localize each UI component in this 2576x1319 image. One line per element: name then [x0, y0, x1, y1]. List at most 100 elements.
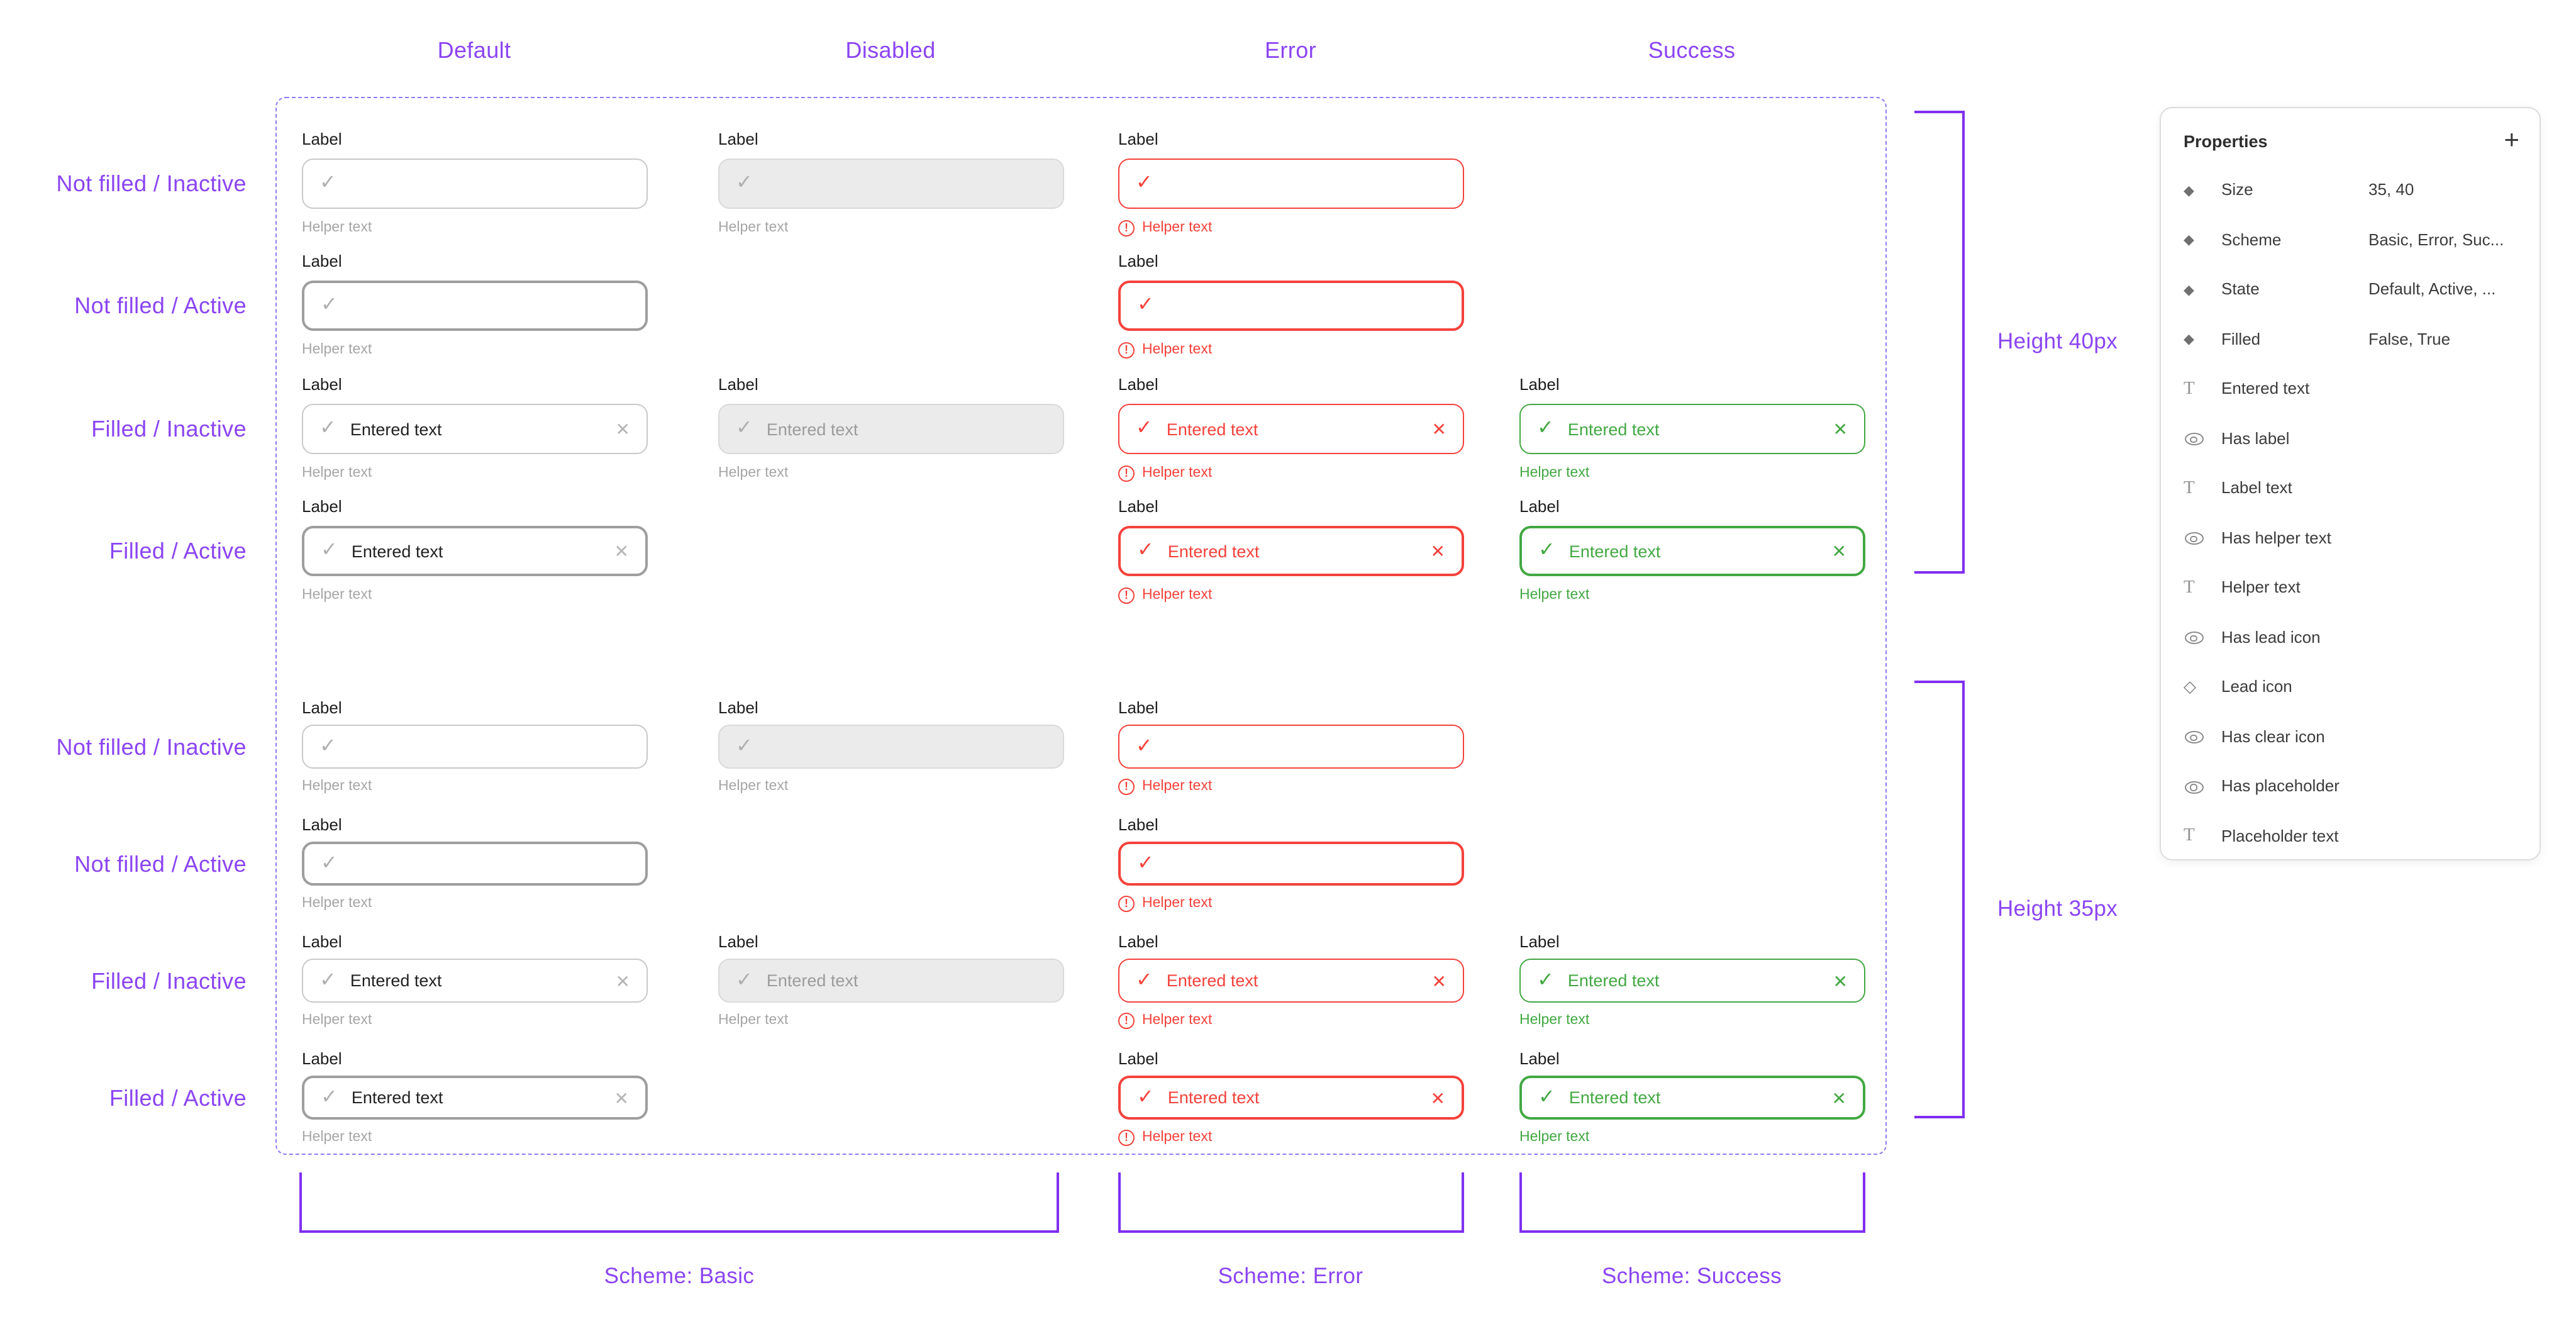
text-input[interactable] [718, 159, 1064, 209]
text-input[interactable]: Entered text [1519, 404, 1865, 454]
clear-icon[interactable] [1431, 542, 1445, 560]
clear-icon[interactable] [1432, 420, 1446, 438]
check-lead-icon [736, 174, 753, 194]
text-input[interactable] [1118, 281, 1464, 331]
text-input[interactable]: Entered text [1118, 959, 1464, 1003]
helper-text: Helper text [302, 220, 372, 235]
property-row-has-placeholder[interactable]: Has placeholder [2184, 761, 2519, 811]
text-input[interactable] [302, 159, 648, 209]
helper-text: Helper text [302, 587, 372, 603]
helper-text: Helper text [302, 465, 372, 481]
helper-text: Helper text [718, 779, 789, 794]
property-row-entered-text[interactable]: Entered text [2184, 364, 2519, 413]
clear-icon[interactable] [614, 1089, 629, 1106]
row-label-not-filled-inactive-35: Not filled / Inactive [56, 735, 247, 760]
helper-text: Helper text [302, 342, 372, 357]
property-row-lead-icon[interactable]: Lead icon [2184, 662, 2519, 711]
text-input[interactable] [1118, 159, 1464, 209]
text-input[interactable]: Entered text [718, 959, 1064, 1003]
text-input[interactable]: Entered text [302, 959, 648, 1003]
input-label: Label [1118, 815, 1158, 834]
scheme-error-label: Scheme: Error [1218, 1263, 1363, 1288]
property-row-filled[interactable]: Filled False, True [2184, 314, 2519, 364]
helper-text: Helper text [1118, 1128, 1464, 1146]
helper-text: Helper text [1519, 1013, 1590, 1028]
property-row-helper-text[interactable]: Helper text [2184, 562, 2519, 612]
property-row-has-helper-text[interactable]: Has helper text [2184, 513, 2519, 562]
clear-icon[interactable] [1431, 1089, 1445, 1106]
input-label: Label [302, 1049, 342, 1068]
clear-icon[interactable] [1833, 420, 1848, 438]
input-label: Label [1118, 252, 1158, 270]
clear-icon[interactable] [1832, 1089, 1846, 1106]
add-property-button[interactable]: + [2504, 126, 2519, 155]
check-lead-icon [319, 174, 336, 194]
text-input[interactable]: Entered text [1118, 526, 1464, 576]
scheme-error-bracket [1118, 1172, 1464, 1233]
text-input[interactable] [1118, 842, 1464, 886]
entered-text: Entered text [1166, 420, 1258, 438]
text-input[interactable] [302, 725, 648, 769]
text-input[interactable]: Entered text [1118, 1076, 1464, 1120]
property-row-size[interactable]: Size 35, 40 [2184, 165, 2519, 214]
properties-panel-header: Properties + [2184, 126, 2519, 155]
input-label: Label [718, 130, 758, 148]
text-input[interactable]: Entered text [1519, 959, 1865, 1003]
text-input[interactable] [302, 281, 648, 331]
eye-icon [2184, 727, 2204, 746]
property-row-label-text[interactable]: Label text [2184, 463, 2519, 513]
property-row-has-clear-icon[interactable]: Has clear icon [2184, 711, 2519, 761]
text-input[interactable]: Entered text [302, 1076, 648, 1120]
text-input[interactable]: Entered text [302, 404, 648, 454]
clear-icon[interactable] [1432, 972, 1446, 989]
property-row-state[interactable]: State Default, Active, ... [2184, 264, 2519, 314]
helper-text: Helper text [1118, 777, 1464, 795]
row-label-filled-active-35: Filled / Active [109, 1086, 247, 1111]
error-icon [1118, 587, 1135, 603]
check-lead-icon [1136, 419, 1153, 439]
scheme-success-label: Scheme: Success [1601, 1263, 1782, 1288]
check-lead-icon [1537, 419, 1554, 439]
input-label: Label [718, 932, 758, 951]
helper-text: Helper text [718, 465, 789, 481]
text-input[interactable]: Entered text [1519, 526, 1865, 576]
text-input[interactable] [718, 725, 1064, 769]
clear-icon[interactable] [616, 420, 630, 438]
check-lead-icon [1137, 854, 1154, 874]
input-label: Label [1519, 932, 1560, 951]
diamond-icon [2184, 278, 2194, 301]
text-input[interactable]: Entered text [1519, 1076, 1865, 1120]
clear-icon[interactable] [616, 972, 630, 989]
property-row-scheme[interactable]: Scheme Basic, Error, Suc... [2184, 214, 2519, 264]
column-header-success: Success [1648, 38, 1736, 63]
input-cell: LabelHelper text [718, 128, 1064, 237]
helper-text: Helper text [1118, 219, 1464, 237]
text-input[interactable]: Entered text [1118, 404, 1464, 454]
text-input[interactable] [1118, 725, 1464, 769]
text-input[interactable]: Entered text [718, 404, 1064, 454]
scheme-success-bracket [1519, 1172, 1865, 1233]
text-input[interactable] [302, 842, 648, 886]
input-cell: LabelHelper text [302, 697, 648, 795]
property-row-has-label[interactable]: Has label [2184, 413, 2519, 463]
entered-text: Entered text [1166, 971, 1258, 990]
eye-icon [2184, 528, 2204, 547]
error-icon [1118, 1012, 1135, 1028]
property-row-placeholder-text[interactable]: Placeholder text [2184, 811, 2519, 859]
clear-icon[interactable] [1832, 542, 1846, 560]
column-header-error: Error [1265, 38, 1316, 63]
text-input[interactable]: Entered text [302, 526, 648, 576]
clear-icon[interactable] [1833, 972, 1848, 989]
check-lead-icon [319, 419, 336, 439]
error-icon [1118, 778, 1135, 794]
input-label: Label [718, 375, 758, 394]
clear-icon[interactable] [614, 542, 629, 560]
input-label: Label [1118, 932, 1158, 951]
input-cell: LabelHelper text [1118, 814, 1464, 912]
check-lead-icon [1136, 971, 1153, 991]
property-row-has-lead-icon[interactable]: Has lead icon [2184, 612, 2519, 662]
